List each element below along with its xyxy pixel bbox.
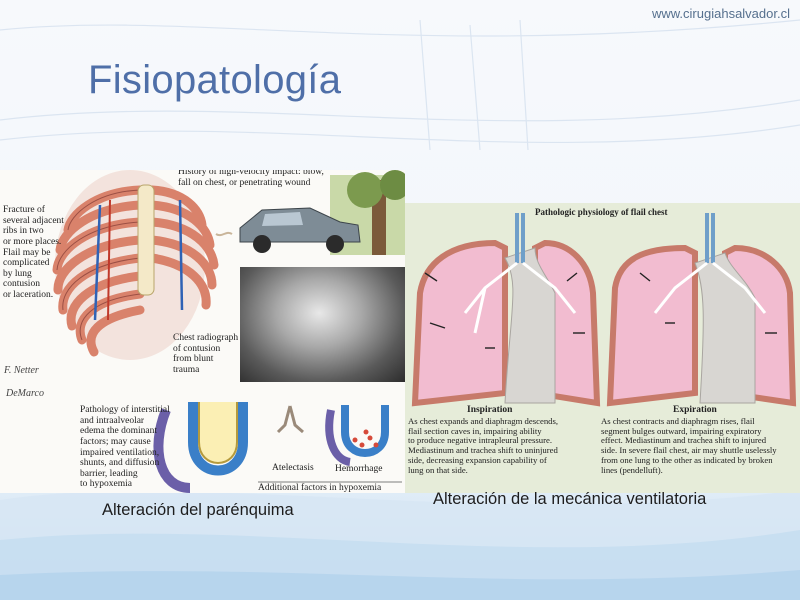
caption-ventilatory-mechanics: Alteración de la mecánica ventilatoria [433, 490, 707, 508]
inspiration-text: As chest expands and diaphragm descends,… [408, 416, 559, 475]
slide-title: Fisiopatología [88, 58, 342, 102]
site-url: www.cirugiahsalvador.cl [651, 6, 790, 21]
netter-signature: F. Netter [4, 365, 39, 376]
inspiration-lungs [411, 213, 601, 407]
expiration-text: As chest contracts and diaphragm rises, … [601, 416, 777, 475]
additional-factors-label: Additional factors in hypoxemia [258, 483, 382, 493]
history-text: History of high-velocity impact: blow, f… [178, 170, 324, 188]
caption-parenchyma: Alteración del parénquima [102, 501, 294, 519]
pathology-text: Pathology of interstitial and intraalveo… [80, 405, 170, 490]
flail-chest-diagram [411, 213, 797, 407]
chest-radiograph [240, 267, 405, 382]
right-figure-title: Pathologic physiology of flail chest [535, 207, 668, 217]
demarco-signature: DeMarco [6, 388, 44, 399]
expiration-lungs [606, 213, 797, 407]
right-figure: Pathologic physiology of flail chest Ins… [405, 203, 800, 493]
left-figure: Fracture of several adjacent ribs in two… [0, 170, 405, 493]
rib-cage [52, 170, 219, 360]
atelectasis-label: Atelectasis [272, 463, 314, 473]
pressure-arrows [424, 272, 777, 349]
alveoli-diagram [153, 402, 389, 493]
car-crash-illustration [215, 170, 405, 255]
fracture-text: Fracture of several adjacent ribs in two… [3, 205, 64, 300]
ribcage-illustration [52, 170, 405, 493]
inspiration-heading: Inspiration [467, 405, 513, 415]
expiration-heading: Expiration [673, 405, 717, 415]
radiograph-text: Chest radiograph of contusion from blunt… [173, 333, 239, 375]
hemorrhage-label: Hemorrhage [335, 464, 383, 474]
